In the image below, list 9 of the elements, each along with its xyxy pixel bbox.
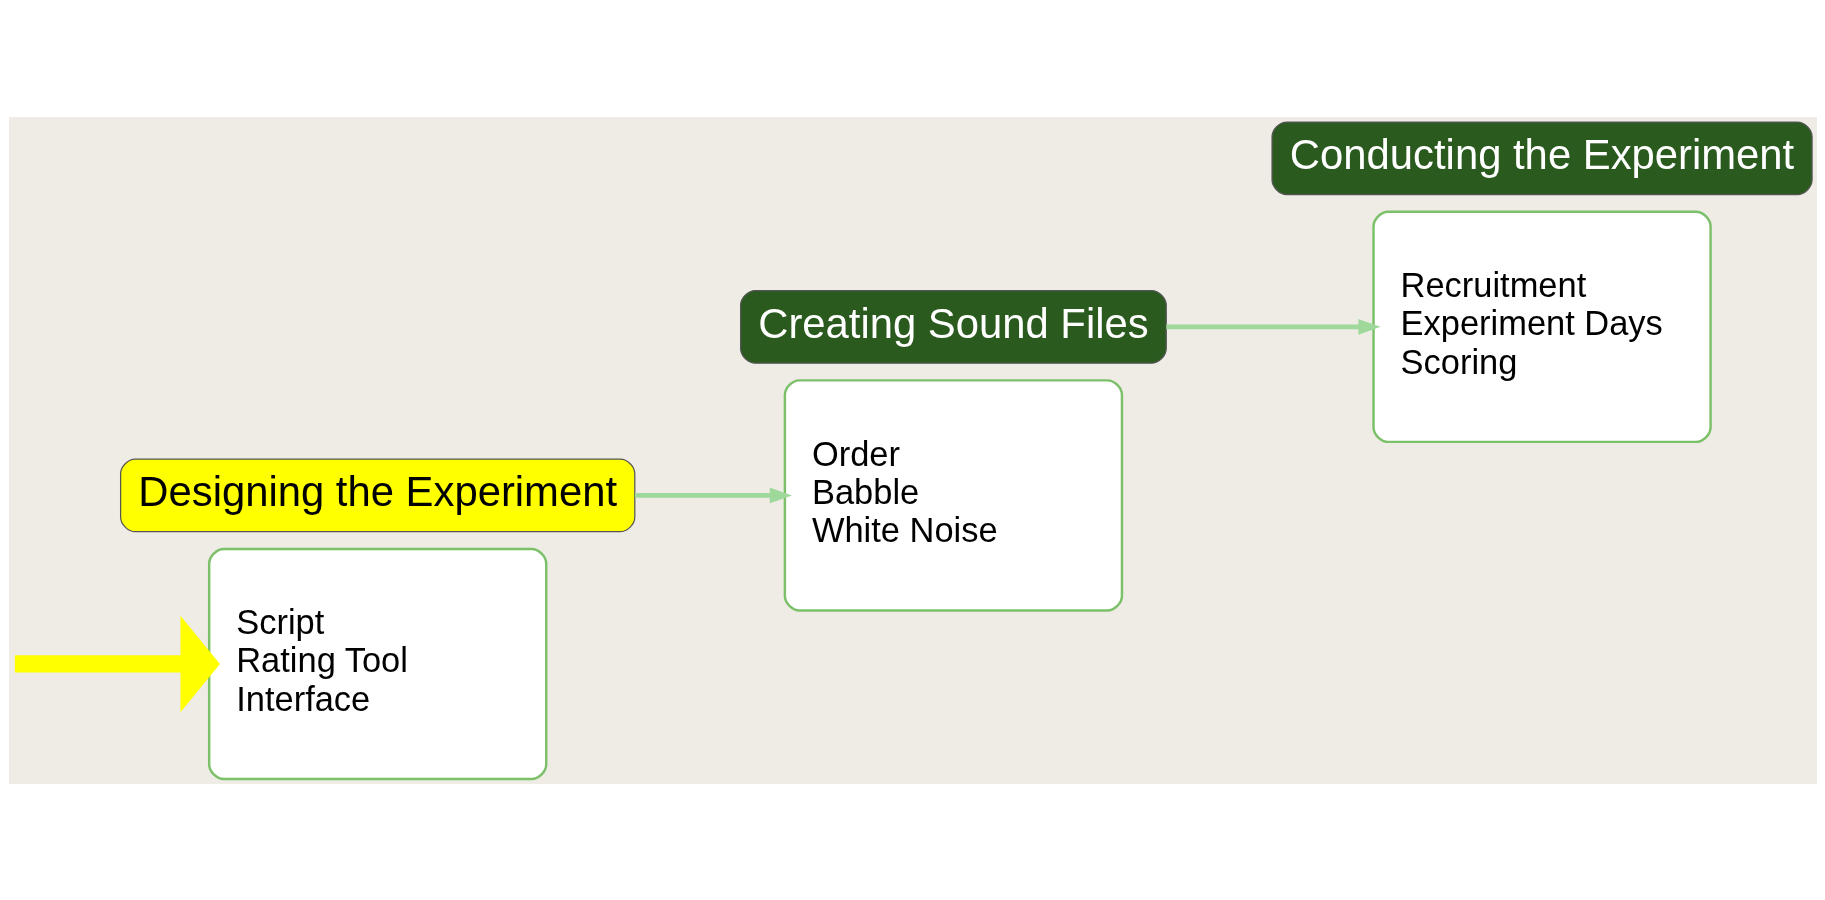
node-box: Script Rating Tool Interface	[207, 547, 547, 780]
node-box: Creating Sound Files	[739, 289, 1167, 364]
arrow	[634, 487, 792, 503]
node-box: Designing the Experiment	[119, 458, 635, 532]
arrow	[1165, 318, 1381, 335]
node-box: Order Babble White Noise	[783, 378, 1123, 612]
node-box: Conducting the Experiment	[1270, 120, 1813, 195]
arrow	[14, 615, 220, 712]
node-box: Recruitment Experiment Days Scoring	[1371, 210, 1712, 443]
